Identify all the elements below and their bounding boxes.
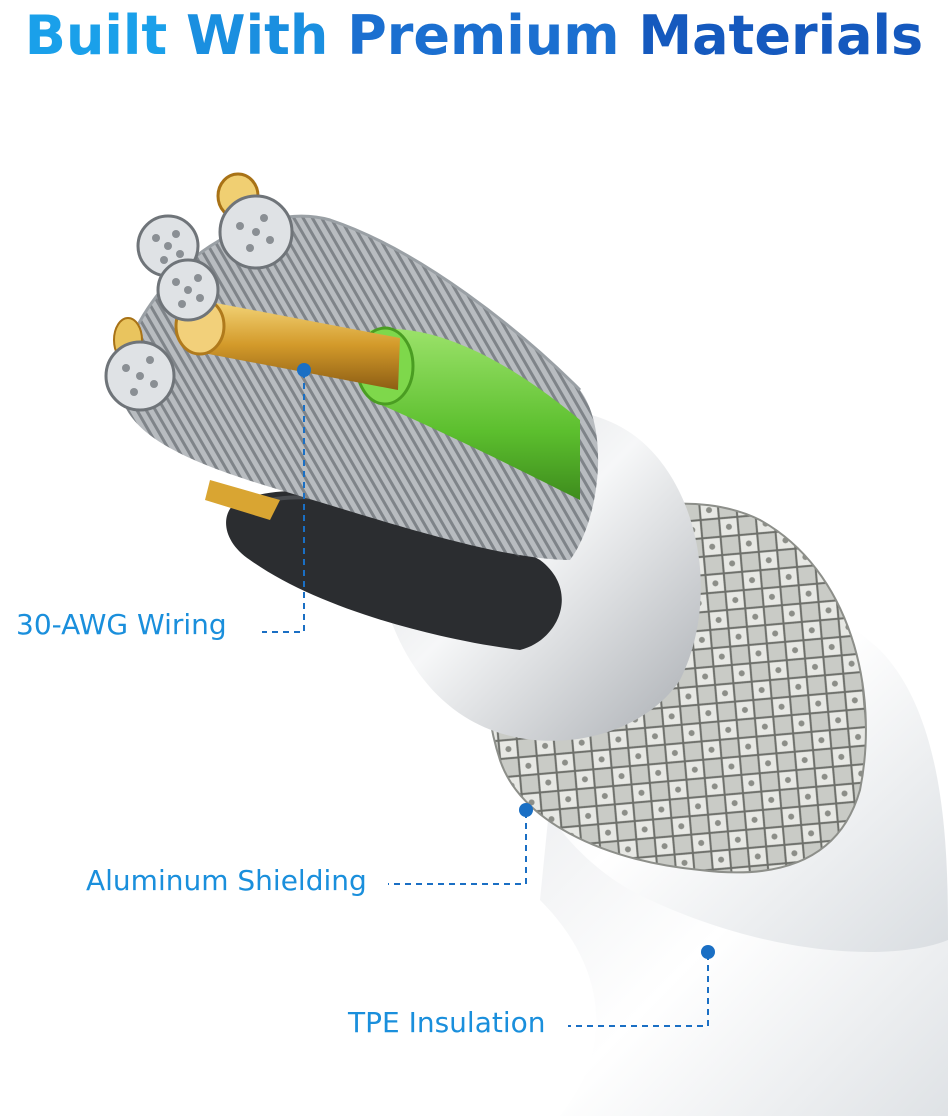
shielding-label: Aluminum Shielding — [86, 864, 367, 897]
wiring-label: 30-AWG Wiring — [16, 608, 227, 641]
wiring-marker-dot — [297, 363, 311, 377]
title-word-2: With — [186, 4, 329, 67]
title-word-1: Built — [24, 4, 168, 67]
title-word-3: Premium — [347, 4, 620, 67]
shielding-marker-dot — [519, 803, 533, 817]
title-word-4: Materials — [638, 4, 924, 67]
insulation-marker-dot — [701, 945, 715, 959]
page-title: Built With Premium Materials — [0, 0, 948, 80]
insulation-label: TPE Insulation — [348, 1006, 546, 1039]
